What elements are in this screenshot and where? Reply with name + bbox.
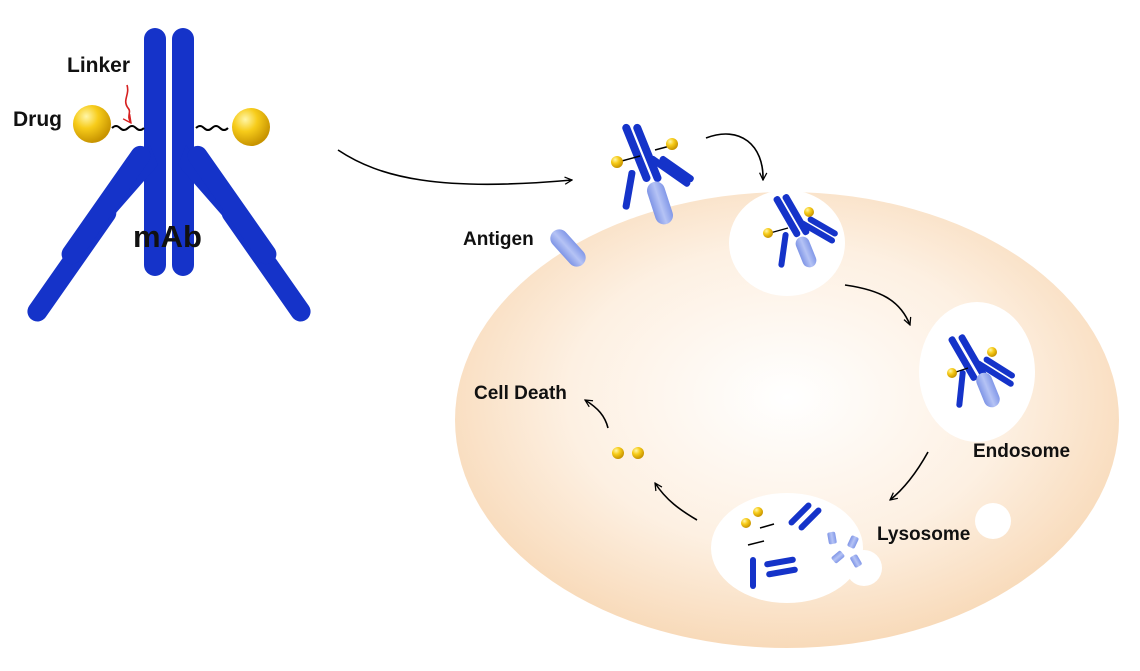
large-adc [27,28,311,322]
arrow-to-cell [337,149,572,186]
entry-vesicle-adc [763,194,838,268]
heavy-chain-left [144,28,166,276]
cell-death-label: Cell Death [474,383,567,404]
linker-left [111,125,145,131]
bound-antigen [646,181,674,225]
drug-label: Drug [13,108,62,131]
arrow-to-lysosome [890,451,929,500]
linker-right [195,125,229,131]
drug-payload-left [73,105,111,143]
linker-pointer-arrow [126,84,131,123]
heavy-chain-right [172,28,194,276]
endosome-label: Endosome [973,441,1070,462]
free-antigen [550,229,586,267]
arrow-internalization [705,133,763,180]
drug-payload-right [232,108,270,146]
released-drug-1 [612,447,624,459]
endosome-vesicle [919,302,1035,442]
antigen-label: Antigen [463,229,534,250]
lysosome-contents [741,502,862,589]
small-vesicle [975,503,1011,539]
arrow-drug-release [655,483,698,521]
arrow-to-endosome [844,284,910,325]
endosome-adc [947,334,1015,408]
lysosome-label: Lysosome [877,524,970,545]
arrow-to-cell-death [585,400,609,429]
cell-body [455,192,1119,648]
released-drug-2 [632,447,644,459]
surface-adc [611,123,694,210]
mab-label: mAb [133,219,202,254]
linker-label: Linker [67,54,130,77]
lysosome-bud [846,550,882,586]
lysosome-vesicle [711,493,863,603]
